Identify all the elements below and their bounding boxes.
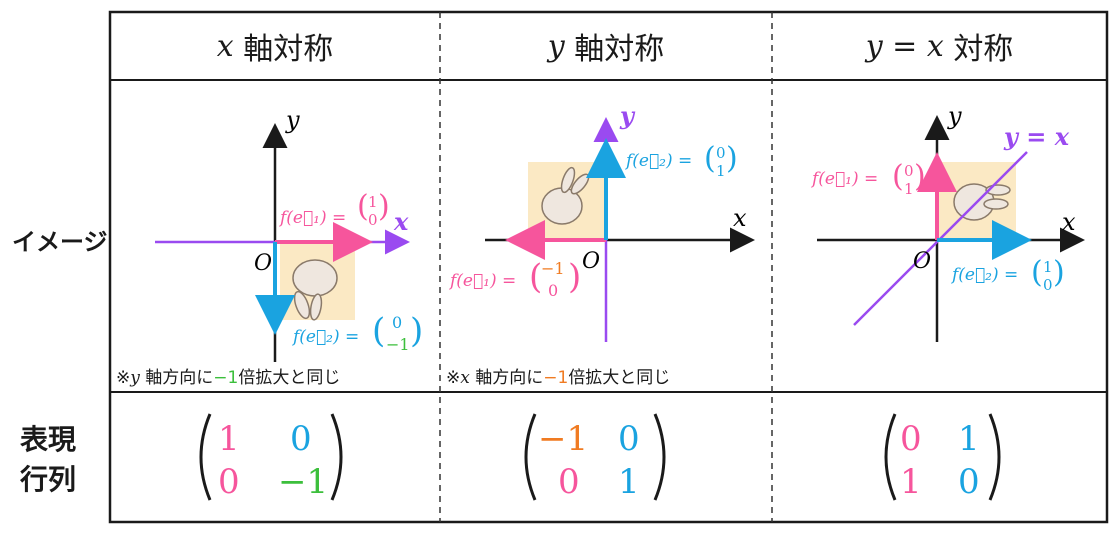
vector-entry: 1	[1043, 258, 1053, 276]
note-mark: ※	[116, 368, 131, 388]
matrix-entry: 1	[958, 419, 980, 459]
note-panel-2: ※x 軸方向に−1倍拡大と同じ	[446, 363, 670, 388]
diagonal-label: y = x	[1003, 122, 1070, 151]
note-text: 軸方向に	[139, 368, 214, 388]
vector-entry: 0	[392, 313, 402, 332]
vector-entry: 1	[368, 193, 378, 211]
left-paren: (	[529, 257, 542, 297]
vector-entry: −1	[386, 335, 410, 354]
vector-entry: 0	[716, 144, 726, 162]
rabbit-icon	[953, 183, 1011, 221]
note-text: 倍拡大と同じ	[238, 368, 341, 388]
matrix-diagonal-symmetry: 0 1 1 0	[884, 413, 1001, 502]
matrix-x-axis-symmetry: 1 0 0 −1	[199, 413, 343, 502]
matrix-entry: −1	[278, 462, 328, 502]
x-axis-label: x	[733, 204, 747, 232]
row-label-matrix-1: 表現	[20, 423, 77, 456]
left-paren: (	[357, 189, 369, 224]
header-x-axis-symmetry: x 軸対称	[110, 12, 440, 80]
header-variable: y = x	[865, 28, 944, 64]
matrices-row: 1 0 0 −1 −1 0 0 1 0 1 1 0	[199, 413, 1001, 502]
left-bracket	[199, 413, 212, 501]
f-e1-label: f(e⃗₁) =	[448, 271, 516, 291]
f-e1-label: f(e⃗₁) =	[278, 208, 346, 228]
left-bracket	[524, 413, 537, 501]
rabbit-icon	[541, 166, 590, 225]
note-text: 軸方向に	[469, 368, 544, 388]
matrix-entry: 1	[218, 419, 240, 459]
header-variable: y	[547, 28, 565, 64]
origin-label: O	[913, 249, 931, 274]
f-e1-label: f(e⃗₁) =	[810, 169, 878, 189]
row-label-image: イメージ	[12, 228, 108, 256]
matrix-entry: −1	[538, 419, 588, 459]
header-text: 軸対称	[243, 32, 334, 67]
panel-y-axis-symmetry: y x O f(e⃗₂) = ( 0 1 ) f(e⃗₁) = ( −1 0 )	[448, 101, 755, 342]
left-bracket	[884, 413, 897, 501]
rabbit-icon	[292, 259, 338, 321]
matrix-entry: 1	[618, 462, 640, 502]
y-axis-label: y	[947, 102, 962, 130]
right-bracket	[988, 413, 1001, 501]
y-axis-label: y	[619, 101, 636, 130]
note-panel-1: ※y 軸方向に−1倍拡大と同じ	[116, 363, 340, 388]
matrix-entry: 0	[558, 462, 580, 502]
right-paren: )	[568, 257, 581, 297]
left-paren: (	[704, 141, 716, 176]
header-text: 軸対称	[574, 32, 665, 67]
vector-entry: −1	[541, 259, 565, 278]
right-bracket	[330, 413, 343, 501]
matrix-entry: 0	[958, 462, 980, 502]
y-axis-label: y	[285, 106, 300, 134]
header-variable: x	[216, 28, 234, 64]
header-diagonal-symmetry: y = x 対称	[772, 12, 1107, 80]
row-label-matrix-2: 行列	[20, 463, 77, 496]
vector-entry: 0	[548, 281, 558, 300]
f-e2-label: f(e⃗₂) =	[291, 327, 359, 347]
note-number: −1	[213, 368, 239, 388]
left-paren: (	[1031, 255, 1043, 290]
right-paren: )	[1053, 255, 1065, 290]
matrix-entry: 0	[218, 462, 240, 502]
header-y-axis-symmetry: y 軸対称	[440, 12, 772, 80]
note-variable: y	[130, 368, 140, 388]
origin-label: O	[254, 251, 272, 276]
note-mark: ※	[446, 368, 461, 388]
header-text: 対称	[953, 32, 1014, 67]
matrix-entry: 0	[900, 419, 922, 459]
note-variable: x	[460, 368, 470, 388]
x-axis-label: x	[393, 207, 409, 236]
right-paren: )	[410, 311, 423, 351]
vector-entry: 1	[904, 180, 914, 198]
matrix-entry: 0	[618, 419, 640, 459]
left-paren: (	[372, 311, 385, 351]
note-number: −1	[543, 368, 569, 388]
vector-entry: 0	[904, 162, 914, 180]
origin-label: O	[582, 249, 600, 274]
right-bracket	[653, 413, 666, 501]
note-text: 倍拡大と同じ	[568, 368, 671, 388]
right-paren: )	[914, 159, 926, 194]
left-paren: (	[892, 159, 904, 194]
panel-diagonal-symmetry: y x O y = x f(e⃗₁) = ( 0 1 ) f(e⃗₂) = ( …	[810, 102, 1085, 342]
matrix-entry: 0	[290, 419, 312, 459]
vector-entry: 0	[1043, 276, 1053, 294]
vector-entry: 0	[368, 211, 378, 229]
f-e2-label: f(e⃗₂) =	[624, 151, 692, 171]
right-paren: )	[726, 141, 738, 176]
panel-x-axis-symmetry: y x O f(e⃗₁) = ( 1 0 ) f(e⃗₂) = ( 0 −1 )	[155, 106, 423, 362]
x-axis-label: x	[1062, 208, 1076, 236]
f-e2-label: f(e⃗₂) =	[950, 265, 1018, 285]
vector-entry: 1	[716, 162, 726, 180]
matrix-entry: 1	[900, 462, 922, 502]
right-paren: )	[378, 189, 390, 224]
matrix-y-axis-symmetry: −1 0 0 1	[524, 413, 666, 502]
